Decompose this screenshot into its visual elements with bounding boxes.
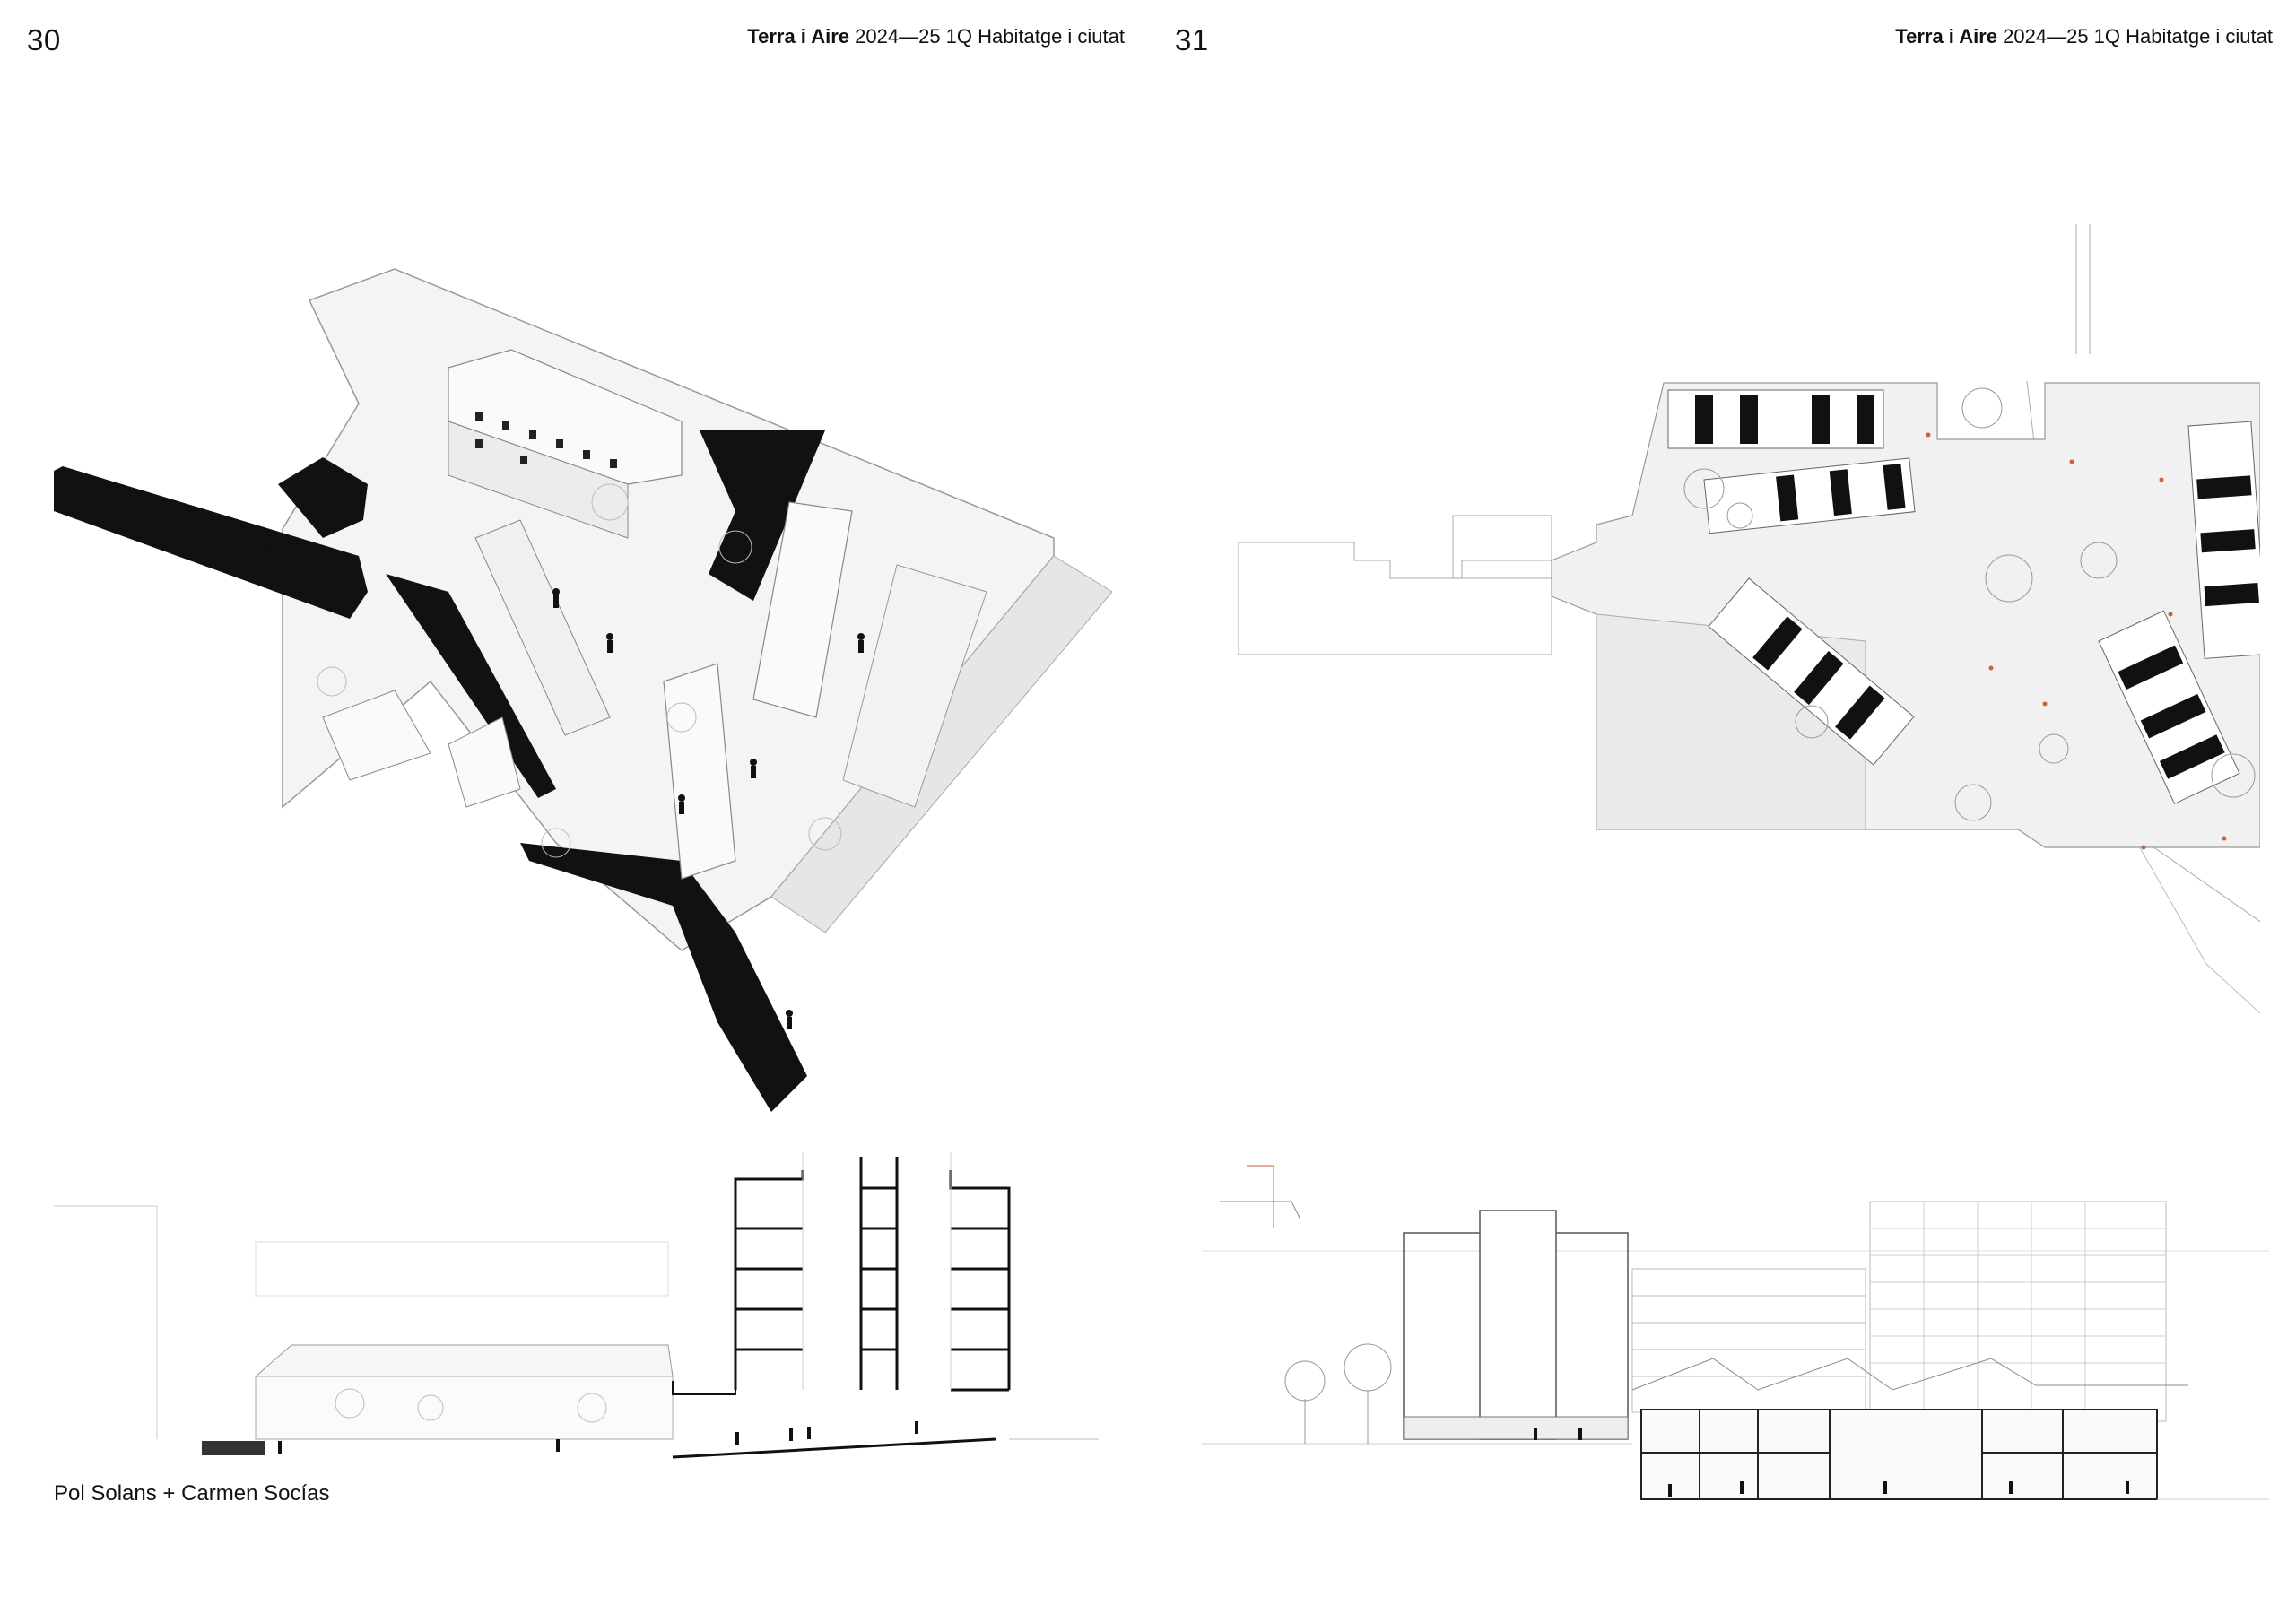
- section-drawing: [54, 1152, 1103, 1466]
- header-course: 2024—25 1Q Habitatge i ciutat: [2003, 25, 2273, 48]
- right-page: 31 Terra i Aire 2024—25 1Q Habitatge i c…: [1148, 0, 2296, 1623]
- header-title: Terra i Aire: [1895, 25, 1998, 48]
- project-credit: Pol Solans + Carmen Socías: [54, 1481, 330, 1506]
- site-plan: [1238, 220, 2260, 1081]
- header-title: Terra i Aire: [747, 25, 850, 48]
- page-number: 30: [27, 23, 61, 56]
- running-header: Terra i Aire 2024—25 1Q Habitatge i ciut…: [747, 25, 1125, 48]
- running-header: Terra i Aire 2024—25 1Q Habitatge i ciut…: [1895, 25, 2273, 48]
- header-course: 2024—25 1Q Habitatge i ciutat: [855, 25, 1125, 48]
- left-page: 30 Terra i Aire 2024—25 1Q Habitatge i c…: [27, 23, 1125, 1506]
- axonometric-drawing: [54, 215, 1112, 1121]
- elevation-drawing: [1202, 1148, 2278, 1506]
- page-number: 31: [1175, 23, 1209, 56]
